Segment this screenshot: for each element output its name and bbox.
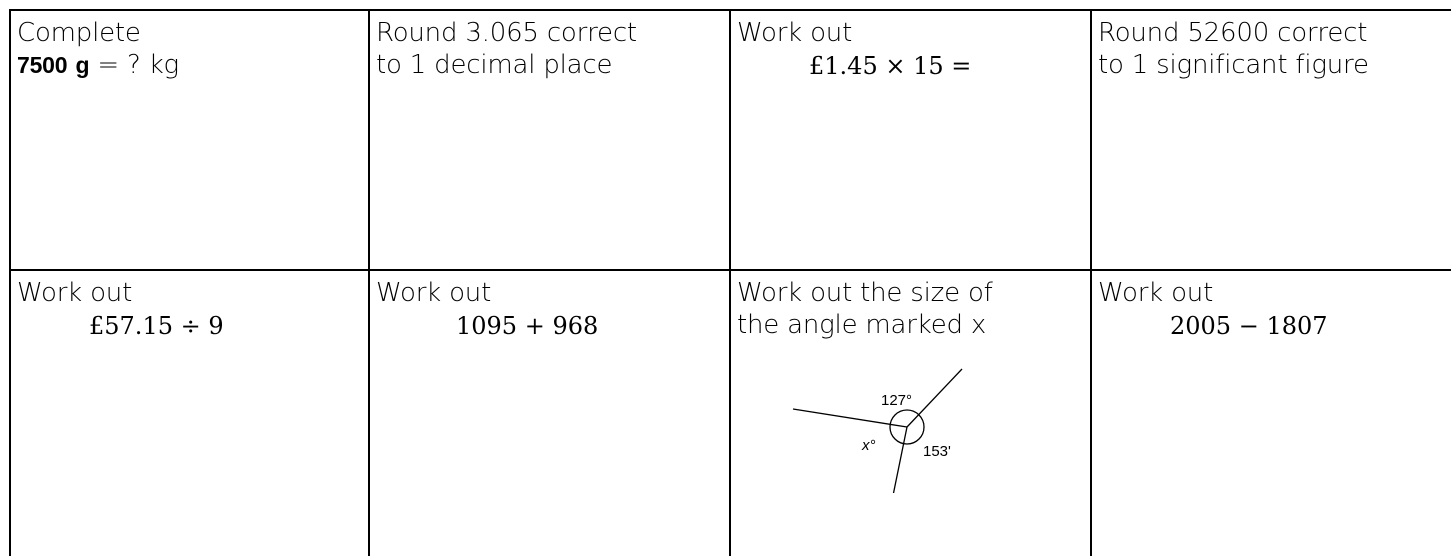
ray-down (892, 426, 908, 493)
cell-round-decimal: Round 3.065 correct to 1 decimal place (368, 9, 731, 271)
convert-value: 7500 (17, 52, 68, 78)
angle-label-right: 153' (923, 443, 951, 460)
cell-convert: Complete 7500 g = ? kg (9, 9, 370, 271)
cell-subtract-instruction: Work out (1098, 277, 1214, 308)
cell-subtract-expression: 2005 − 1807 (1170, 311, 1328, 340)
cell-round-decimal-line2: to 1 decimal place (376, 50, 613, 80)
convert-rest: = ? kg (89, 50, 179, 80)
cell-divide-expression: £57.15 ÷ 9 (89, 311, 224, 340)
cell-add-expression: 1095 + 968 (456, 311, 599, 340)
cell-multiply: Work out £1.45 × 15 = (729, 9, 1092, 271)
cell-divide: Work out £57.15 ÷ 9 (9, 268, 370, 556)
cell-round-decimal-line1: Round 3.065 correct (376, 18, 637, 48)
angle-label-top: 127° (881, 392, 912, 409)
cell-round-sigfig-line1: Round 52600 correct (1098, 18, 1368, 48)
angle-diagram: 127° x° 153' (737, 353, 1077, 493)
grid-row-top: Complete 7500 g = ? kg Round 3.065 corre… (9, 9, 1451, 271)
cell-round-sigfig: Round 52600 correct to 1 significant fig… (1090, 9, 1451, 271)
cell-divide-instruction: Work out (17, 277, 133, 308)
cell-angle-line2: the angle marked x (737, 309, 987, 340)
starter-grid: Complete 7500 g = ? kg Round 3.065 corre… (9, 9, 1451, 556)
cell-angle-line1: Work out the size of (737, 277, 993, 308)
grid-row-bottom: Work out £57.15 ÷ 9 Work out 1095 + 968 … (9, 268, 1451, 556)
cell-multiply-expression: £1.45 × 15 = (809, 52, 972, 80)
ray-upper-right (906, 368, 963, 428)
angle-label-x: x° (861, 437, 876, 454)
angle-diagram-svg: 127° x° 153' (792, 368, 963, 493)
cell-convert-instruction: Complete (17, 18, 141, 48)
cell-add: Work out 1095 + 968 (368, 268, 731, 556)
cell-convert-question: 7500 g = ? kg (17, 49, 367, 81)
cell-round-sigfig-line2: to 1 significant figure (1098, 50, 1369, 80)
cell-multiply-instruction: Work out (737, 18, 853, 48)
cell-angle: Work out the size of the angle marked x … (729, 268, 1092, 556)
ray-left (792, 408, 908, 428)
angle-arc (889, 409, 925, 445)
cell-add-instruction: Work out (376, 277, 492, 308)
cell-subtract: Work out 2005 − 1807 (1090, 268, 1451, 556)
convert-unit: g (75, 52, 90, 78)
